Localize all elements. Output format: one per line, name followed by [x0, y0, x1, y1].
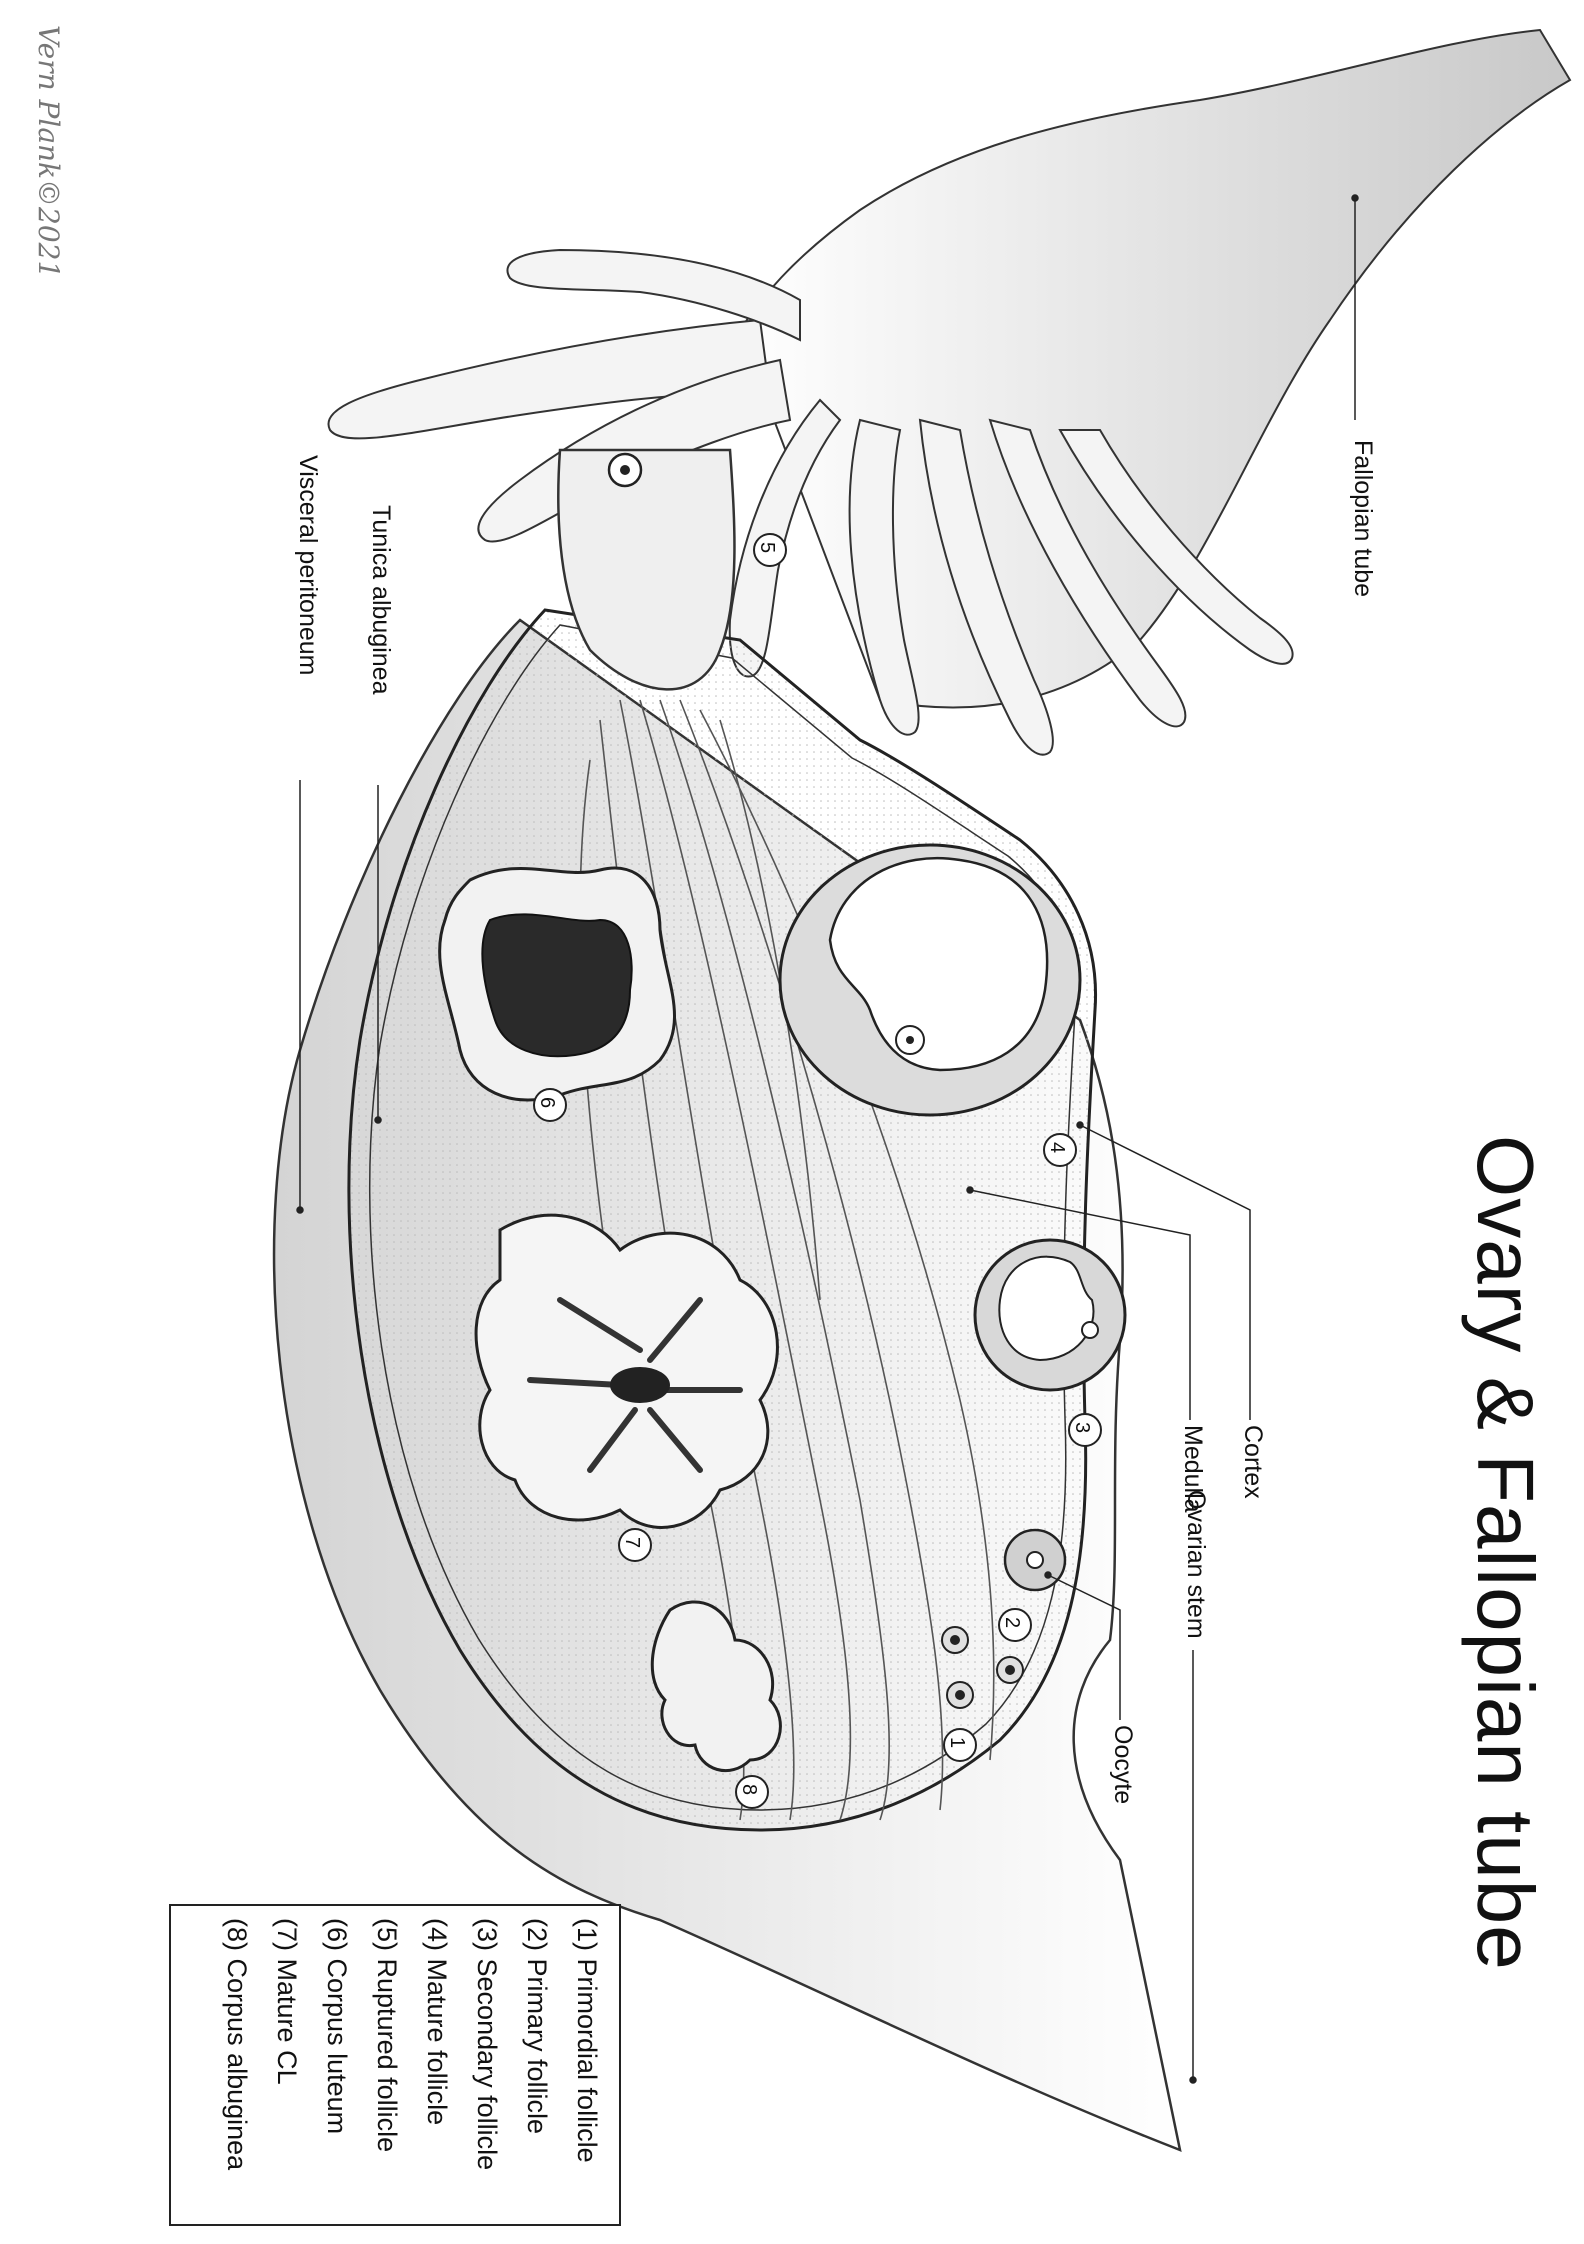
legend-item-4: (4) Mature follicle: [423, 1918, 450, 2125]
legend-num: 1: [572, 1927, 602, 1942]
legend-text: Primary follicle: [522, 1959, 552, 2135]
label-tunica-albuginea: Tunica albuginea: [368, 505, 393, 695]
legend-item-3: (3) Secondary follicle: [473, 1918, 500, 2170]
marker-6: 6: [537, 1097, 557, 1108]
legend-num: 3: [472, 1927, 502, 1942]
legend-item-5: (5) Ruptured follicle: [373, 1918, 400, 2152]
legend-item-6: (6) Corpus luteum: [323, 1918, 350, 2134]
label-ovarian-stem: Ovarian stem: [1183, 1490, 1208, 1639]
legend-num: 6: [322, 1927, 352, 1942]
legend-num: 8: [222, 1927, 252, 1942]
legend-text: Corpus albuginea: [222, 1959, 252, 2171]
primary-follicle-shape: [1005, 1530, 1065, 1590]
legend-item-7: (7) Mature CL: [273, 1918, 300, 2085]
marker-8: 8: [739, 1784, 759, 1795]
label-oocyte: Oocyte: [1110, 1725, 1135, 1804]
marker-4: 4: [1047, 1142, 1067, 1153]
mature-follicle-shape: [780, 845, 1080, 1115]
marker-7: 7: [622, 1537, 642, 1548]
legend-text: Mature follicle: [422, 1959, 452, 2126]
legend-num: 7: [272, 1927, 302, 1942]
label-cortex: Cortex: [1240, 1425, 1265, 1499]
secondary-follicle-shape: [975, 1240, 1125, 1390]
artist-signature: Vern Plank©2021: [34, 25, 62, 278]
legend-item-8: (8) Corpus albuginea: [223, 1918, 250, 2170]
legend-num: 5: [372, 1927, 402, 1942]
marker-1: 1: [947, 1737, 967, 1748]
legend-text: Corpus luteum: [322, 1959, 352, 2135]
legend-item-1: (1) Primordial follicle: [573, 1918, 600, 2163]
corpus-luteum-shape: [440, 868, 675, 1100]
marker-5: 5: [757, 542, 777, 553]
page-title: Ovary & Fallopian tube: [1465, 1135, 1545, 1971]
legend-text: Secondary follicle: [472, 1959, 502, 2171]
legend-num: 4: [422, 1927, 452, 1942]
label-visceral-peritoneum: Visceral peritoneum: [295, 455, 320, 675]
legend-text: Mature CL: [272, 1959, 302, 2085]
legend-num: 2: [522, 1927, 552, 1942]
legend-text: Ruptured follicle: [372, 1959, 402, 2153]
marker-2: 2: [1002, 1617, 1022, 1628]
legend-item-2: (2) Primary follicle: [523, 1918, 550, 2134]
legend-text: Primordial follicle: [572, 1959, 602, 2163]
label-fallopian-tube: Fallopian tube: [1350, 440, 1375, 597]
marker-3: 3: [1072, 1422, 1092, 1433]
